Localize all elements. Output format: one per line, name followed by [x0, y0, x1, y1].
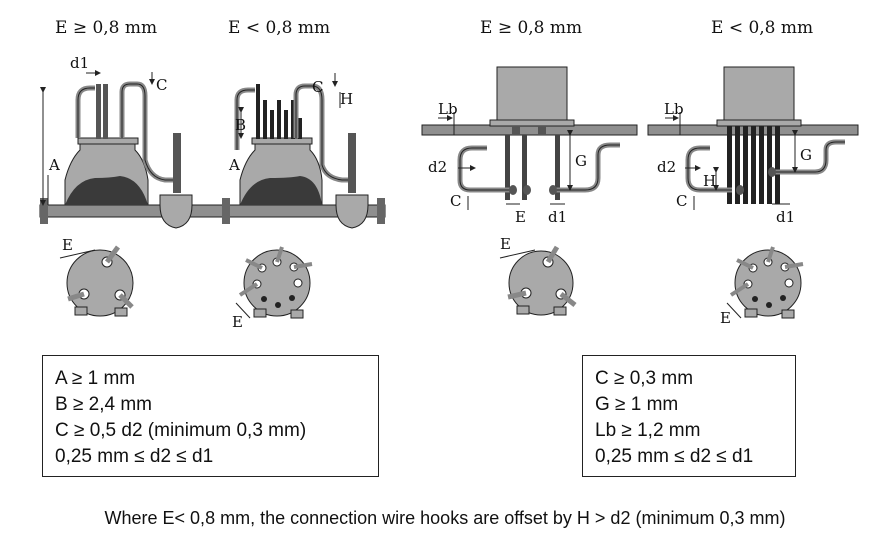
label-a-left-1: A	[48, 156, 60, 174]
right-dimensions	[438, 112, 798, 210]
footprint-right-1	[499, 245, 577, 316]
label-c-left-1: C	[156, 76, 167, 94]
footprint-left-1	[59, 245, 134, 317]
left-component-1	[64, 81, 193, 229]
requirement-c: C ≥ 0,5 d2 (minimum 0,3 mm)	[55, 420, 307, 441]
requirement-lb: Lb ≥ 1,2 mm	[595, 420, 701, 441]
label-lb-right-1: Lb	[438, 100, 458, 118]
label-g-right-2: G	[800, 146, 812, 164]
footprint-right-2	[726, 246, 804, 319]
label-e-right-footprint-2: E	[720, 309, 731, 327]
label-e-left-2: E	[232, 313, 243, 331]
requirement-g: G ≥ 1 mm	[595, 394, 679, 415]
footprint-left-2	[235, 246, 313, 319]
label-b-left: B	[235, 116, 246, 134]
label-d2-right-1: d2	[428, 158, 447, 176]
label-d1-right-2: d1	[776, 208, 795, 226]
requirement-d2-right: 0,25 mm ≤ d2 ≤ d1	[595, 446, 754, 467]
requirements-box-left: A ≥ 1 mm B ≥ 2,4 mm C ≥ 0,5 d2 (minimum …	[42, 355, 379, 477]
right-component-2	[685, 66, 845, 204]
label-h-left: H	[340, 90, 353, 108]
label-d1-left: d1	[70, 54, 89, 72]
label-lb-right-2: Lb	[664, 100, 684, 118]
label-d2-right-2: d2	[657, 158, 676, 176]
heading-left-a: E ≥ 0,8 mm	[55, 18, 157, 38]
heading-right-a: E ≥ 0,8 mm	[480, 18, 582, 38]
label-h-right: H	[703, 172, 716, 190]
heading-left-b: E < 0,8 mm	[228, 18, 330, 38]
label-e-right-footprint-1: E	[500, 235, 511, 253]
label-c-right-2: C	[676, 192, 687, 210]
label-g-right-1: G	[575, 152, 587, 170]
requirement-a: A ≥ 1 mm	[55, 368, 136, 389]
label-c-right-1: C	[450, 192, 461, 210]
right-component-1	[457, 66, 620, 200]
requirement-d2: 0,25 mm ≤ d2 ≤ d1	[55, 446, 214, 467]
requirement-b: B ≥ 2,4 mm	[55, 394, 153, 415]
label-e-right-1: E	[515, 208, 526, 226]
caption: Where E< 0,8 mm, the connection wire hoo…	[104, 508, 786, 528]
left-component-2	[234, 83, 369, 229]
label-e-left-1: E	[62, 236, 73, 254]
heading-right-b: E < 0,8 mm	[711, 18, 813, 38]
left-board	[39, 198, 386, 224]
label-d1-right-1: d1	[548, 208, 567, 226]
requirements-box-right: C ≥ 0,3 mm G ≥ 1 mm Lb ≥ 1,2 mm 0,25 mm …	[582, 355, 796, 477]
label-a-left-2: A	[228, 156, 240, 174]
left-dimensions	[40, 70, 341, 206]
label-c-left-2: C	[312, 78, 323, 96]
requirement-c-right: C ≥ 0,3 mm	[595, 368, 694, 389]
